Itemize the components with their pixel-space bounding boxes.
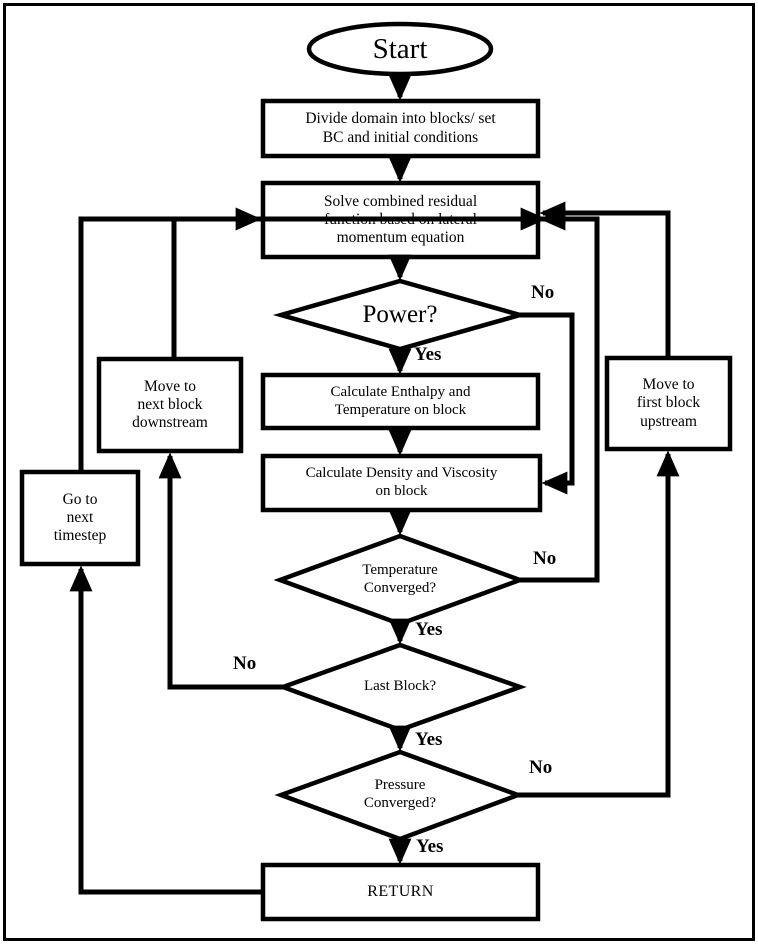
edge-return-to-next-timestep [69, 565, 263, 895]
node-move-next-block-downstream[interactable] [96, 356, 244, 454]
node-go-next-timestep[interactable] [19, 469, 141, 567]
node-start[interactable] [306, 21, 494, 77]
edge-next-timestep-to-solve [78, 207, 262, 472]
node-divide-domain[interactable] [260, 98, 541, 159]
node-calculate-enthalpy[interactable] [260, 372, 541, 431]
edge-move-upstream-to-solve [539, 201, 671, 358]
node-move-first-block-upstream[interactable] [604, 355, 733, 452]
node-calculate-density[interactable] [260, 453, 543, 513]
edge-lastblock-no-to-move-downstream [158, 452, 283, 690]
edge-pressure-no-to-move-upstream [518, 450, 680, 798]
edge-temperature-no-to-solve [520, 207, 600, 583]
edge-power-no-to-density [520, 312, 575, 495]
node-return[interactable] [260, 862, 541, 922]
